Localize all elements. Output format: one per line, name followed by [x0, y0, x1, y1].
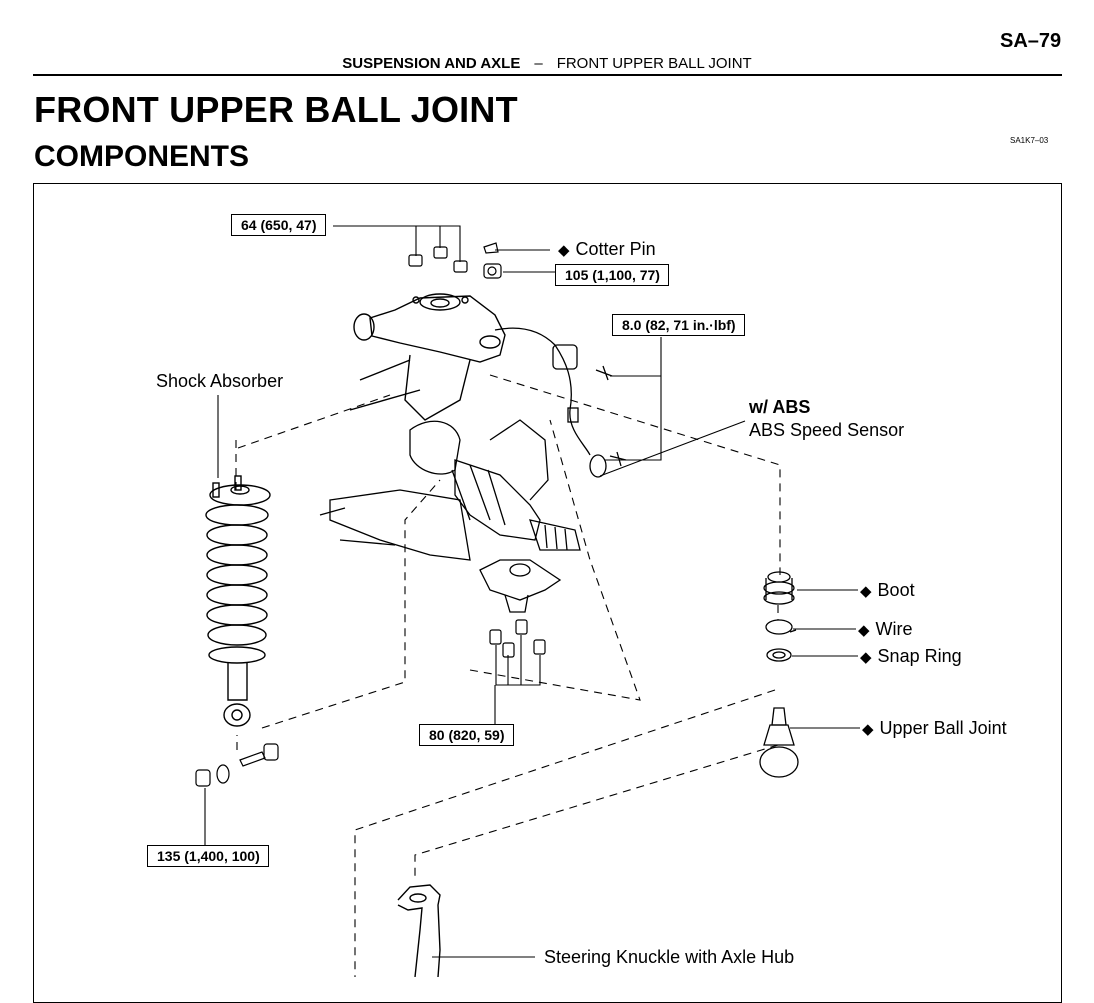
ball-joint-parts: [759, 571, 799, 778]
top-nuts: [408, 242, 502, 279]
knuckle-bolts: [489, 619, 546, 658]
running-header: SUSPENSION AND AXLE–FRONT UPPER BALL JOI…: [0, 55, 1094, 72]
steering-knuckle-drawing: [397, 884, 441, 977]
figure-code: SA1K7–03: [1010, 136, 1049, 145]
label-upper-ball-joint: ◆ Upper Ball Joint: [862, 718, 1007, 739]
torque-spec-shock-bolt: 135 (1,400, 100): [147, 845, 269, 867]
label-shock-absorber: Shock Absorber: [156, 371, 284, 391]
non-reusable-mark: ◆: [862, 721, 874, 738]
label-steering-knuckle: Steering Knuckle with Axle Hub: [544, 947, 795, 967]
label-text: Snap Ring: [877, 646, 962, 666]
abs-sensor: [494, 327, 627, 478]
label-text: Boot: [877, 580, 915, 600]
label-abs-speed-sensor: ABS Speed Sensor: [749, 420, 905, 440]
label-w-abs: w/ ABS: [749, 397, 811, 417]
torque-spec-ball-joint-nut: 105 (1,100, 77): [555, 264, 669, 286]
header-rule: [33, 74, 1062, 76]
non-reusable-mark: ◆: [858, 622, 870, 639]
page-subtitle: COMPONENTS: [34, 140, 250, 173]
upper-control-arm: [349, 293, 506, 421]
page-title: FRONT UPPER BALL JOINT: [34, 89, 518, 130]
torque-spec-abs-sensor: 8.0 (82, 71 in.·lbf): [612, 314, 745, 336]
shock-mount-hardware: [195, 743, 279, 787]
knuckle-and-driveshaft: [319, 419, 581, 613]
header-separator: –: [534, 55, 543, 72]
label-wire: ◆ Wire: [858, 619, 913, 640]
non-reusable-mark: ◆: [558, 242, 570, 259]
leader-lines: [204, 225, 860, 958]
torque-spec-knuckle-bolts: 80 (820, 59): [419, 724, 514, 746]
torque-spec-upper-arm-nuts: 64 (650, 47): [231, 214, 326, 236]
non-reusable-mark: ◆: [860, 583, 872, 600]
label-snap-ring: ◆ Snap Ring: [860, 646, 962, 667]
label-text: Upper Ball Joint: [879, 718, 1007, 738]
label-cotter-pin: ◆ Cotter Pin: [558, 239, 656, 260]
label-boot: ◆ Boot: [860, 580, 915, 601]
page-number: SA–79: [1000, 30, 1062, 52]
non-reusable-mark: ◆: [860, 649, 872, 666]
label-text: Cotter Pin: [575, 239, 656, 259]
assembly-dashed-lines: [235, 374, 781, 977]
label-text: Wire: [875, 619, 913, 639]
shock-absorber-drawing: [205, 475, 271, 727]
exploded-view-drawing: [195, 225, 860, 977]
subsection-title: FRONT UPPER BALL JOINT: [556, 55, 752, 72]
section-title: SUSPENSION AND AXLE: [342, 55, 521, 72]
